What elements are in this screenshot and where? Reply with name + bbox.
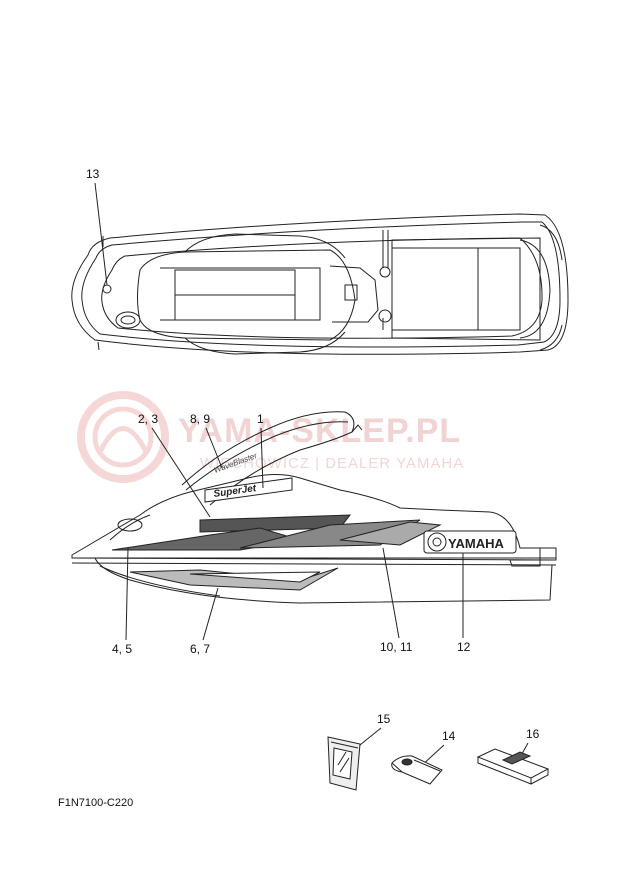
watermark-subtitle: WIECHOWICZ | DEALER YAMAHA (200, 455, 464, 472)
callout-10-11-leader (382, 547, 400, 639)
side-view-hull (71, 411, 557, 604)
yamaha-decal: YAMAHA (423, 530, 517, 554)
side-decals: SuperJet WaveBlaster YAMAHA (111, 451, 517, 591)
callout-12-label: 12 (457, 640, 471, 654)
part-16: 16 (476, 727, 550, 785)
callout-14-label: 14 (442, 729, 456, 743)
callout-13-label: 13 (86, 167, 100, 181)
watermark-logo-icon (77, 391, 169, 483)
top-view-hull (71, 213, 569, 355)
callout-8-9-label: 8, 9 (190, 412, 210, 426)
callout-6-7-label: 6, 7 (190, 642, 210, 656)
callout-13: 13 (86, 167, 108, 286)
callout-1-label: 1 (257, 412, 264, 426)
callout-10-11-label: 10, 11 (380, 640, 413, 654)
callout-13-leader (94, 182, 108, 286)
decal-hull-lower (129, 567, 339, 591)
callout-4-5-leader (125, 547, 129, 641)
callout-1-leader (260, 427, 264, 489)
callouts-side: 2, 3 8, 9 1 4, 5 6, 7 10, 11 12 (112, 412, 471, 656)
watermark-title: YAMA-SKLEP.PL (178, 412, 461, 450)
drawing-code: F1N7100-C220 (58, 797, 134, 809)
callout-16-label: 16 (526, 727, 540, 741)
callout-8-9-leader (205, 427, 223, 469)
decal-hull-lower-inner (189, 571, 321, 583)
part-14: 14 (391, 729, 456, 785)
callout-2-3-label: 2, 3 (138, 412, 158, 426)
yamaha-decal-label: YAMAHA (448, 536, 504, 551)
callout-15-label: 15 (377, 712, 391, 726)
watermark: YAMA-SKLEP.PL WIECHOWICZ | DEALER YAMAHA (77, 391, 464, 483)
callout-4-5-label: 4, 5 (112, 642, 132, 656)
part-15: 15 (327, 712, 391, 791)
decal-side-swoosh-rear (339, 521, 442, 546)
callout-6-7-leader (202, 587, 219, 641)
callout-2-3-leader (151, 427, 211, 518)
superjet-decal: SuperJet (204, 477, 293, 503)
